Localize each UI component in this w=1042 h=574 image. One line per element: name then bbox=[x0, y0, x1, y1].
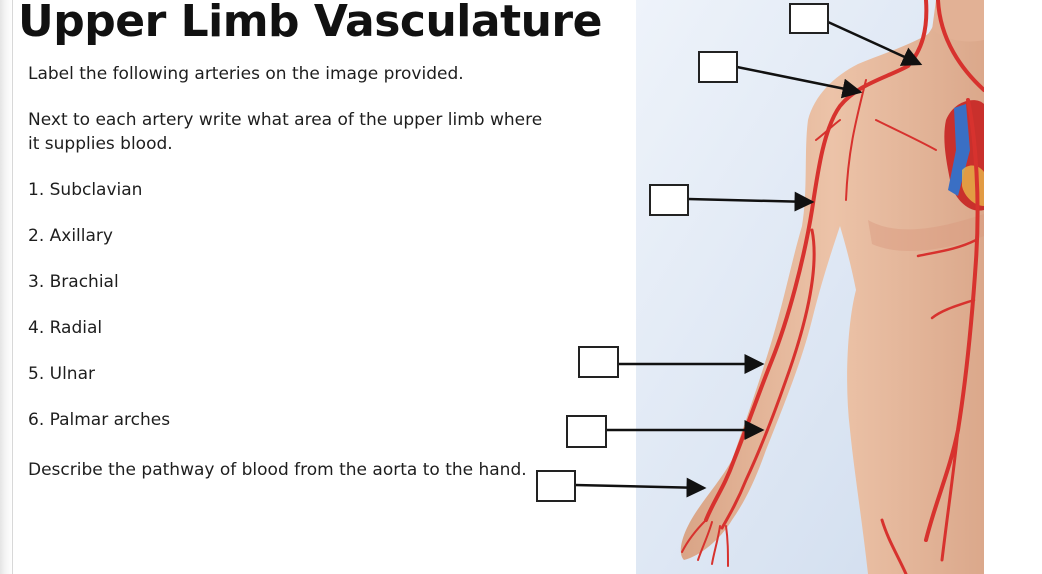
label-box-6[interactable] bbox=[536, 470, 576, 502]
supply-instruction-text: Next to each artery write what area of t… bbox=[28, 110, 543, 154]
artery-item-subclavian: 1. Subclavian bbox=[28, 180, 143, 200]
chest-shading bbox=[868, 214, 984, 251]
label-box-1[interactable] bbox=[789, 3, 829, 34]
slide-title: Upper Limb Vasculature bbox=[18, 0, 602, 47]
label-box-3[interactable] bbox=[649, 184, 689, 216]
vasculature-illustration bbox=[636, 0, 984, 574]
instruction-text: Label the following arteries on the imag… bbox=[28, 64, 464, 84]
artery-list: 1. Subclavian 2. Axillary 3. Brachial 4.… bbox=[28, 178, 170, 454]
artery-item-palmar-arches: 6. Palmar arches bbox=[28, 410, 171, 430]
artery-network bbox=[681, 0, 984, 574]
slide-left-edge bbox=[0, 0, 13, 574]
artery-item-radial: 4. Radial bbox=[28, 318, 103, 338]
artery-item-ulnar: 5. Ulnar bbox=[28, 364, 95, 384]
artery-item-brachial: 3. Brachial bbox=[28, 272, 119, 292]
pathway-question: Describe the pathway of blood from the a… bbox=[28, 460, 527, 480]
label-box-4[interactable] bbox=[578, 346, 619, 378]
label-box-5[interactable] bbox=[566, 415, 607, 448]
artery-item-axillary: 2. Axillary bbox=[28, 226, 113, 246]
label-box-2[interactable] bbox=[698, 51, 738, 83]
